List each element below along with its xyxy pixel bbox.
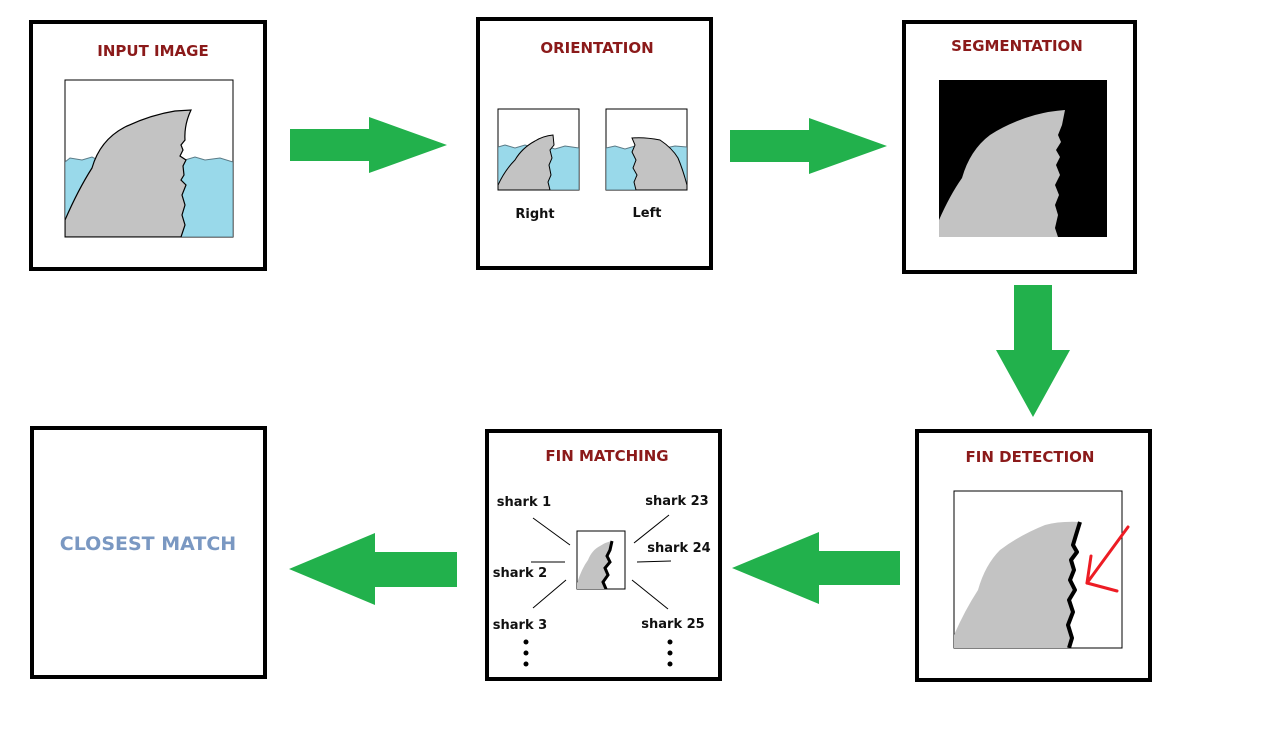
closest-match-label: CLOSEST MATCH [60, 533, 236, 555]
orientation-right-label: Right [515, 207, 554, 222]
orientation-left-label: Left [633, 206, 662, 221]
arrow-right-icon [290, 117, 447, 173]
candidate-shark-1: shark 1 [497, 495, 551, 510]
fin-detection-thumbnail [953, 490, 1130, 649]
candidate-connector-lines [531, 514, 672, 610]
orientation-right-thumbnail: Right [497, 108, 580, 222]
orientation-step: ORIENTATION Right Left [476, 17, 713, 270]
arrow-down-icon [996, 285, 1070, 417]
segmentation-mask [939, 80, 1107, 237]
shark-fin [65, 109, 192, 237]
fin-matching-title: FIN MATCHING [545, 447, 668, 465]
orientation-left-thumbnail: Left [605, 108, 688, 221]
more-candidates-right-ellipsis [667, 639, 673, 667]
query-fin-thumbnail [576, 530, 626, 590]
candidate-shark-23: shark 23 [645, 494, 708, 509]
arrow-right-icon [730, 118, 887, 174]
candidate-shark-3: shark 3 [493, 618, 547, 633]
arrow-left-icon [289, 533, 457, 605]
fin-matching-step: FIN MATCHING shark 1 shark 2 shark 3 sha… [485, 429, 722, 681]
closest-match-step: CLOSEST MATCH [30, 426, 267, 679]
candidate-shark-24: shark 24 [647, 541, 710, 556]
fin-detection-title: FIN DETECTION [966, 448, 1095, 466]
orientation-title: ORIENTATION [540, 39, 653, 57]
input-image-thumbnail [64, 79, 234, 238]
segmentation-title: SEGMENTATION [951, 37, 1083, 55]
input-image-title: INPUT IMAGE [97, 42, 208, 60]
input-image-step: INPUT IMAGE [29, 20, 267, 271]
detection-arrow-icon [1085, 525, 1130, 593]
arrow-left-icon [732, 532, 900, 604]
segmentation-step: SEGMENTATION [902, 20, 1137, 274]
more-candidates-left-ellipsis [523, 639, 529, 667]
candidate-shark-25: shark 25 [641, 617, 704, 632]
fin-detection-step: FIN DETECTION [915, 429, 1152, 682]
closest-match-frame [30, 426, 267, 679]
flow-arrows [289, 117, 1070, 605]
detected-trailing-edge [1066, 521, 1082, 648]
candidate-shark-2: shark 2 [493, 566, 547, 581]
